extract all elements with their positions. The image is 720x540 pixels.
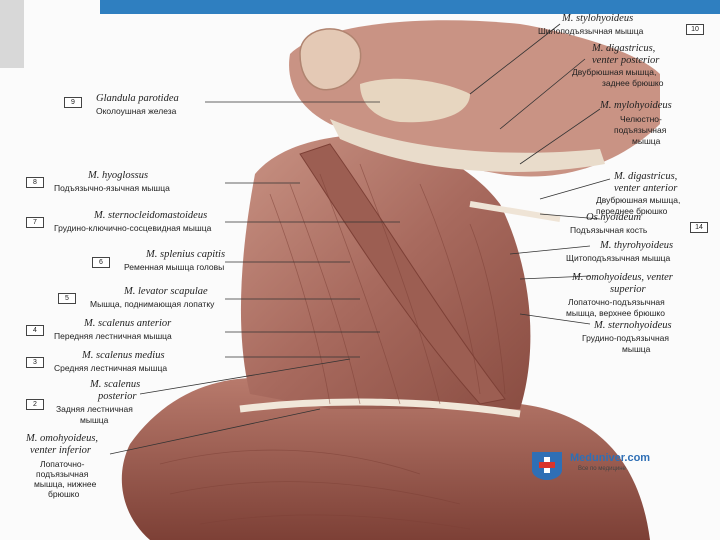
label-number: 14 bbox=[690, 222, 708, 233]
label-number: 8 bbox=[26, 177, 44, 188]
label-latin: M. stylohyoideus bbox=[562, 13, 634, 24]
label-latin: M. scalenus anterior bbox=[84, 318, 172, 329]
label-russian: заднее брюшко bbox=[602, 78, 664, 88]
leader-lines-right bbox=[469, 23, 611, 325]
label-latin: M. sternocleidomastoideus bbox=[94, 210, 208, 221]
label-latin: M. omohyoideus, venter bbox=[572, 272, 673, 283]
label-russian: Ременная мышца головы bbox=[124, 262, 225, 272]
neck-muscles-illustration bbox=[109, 20, 660, 540]
label-number: 9 bbox=[64, 97, 82, 108]
shoulder-region bbox=[121, 378, 650, 540]
parotid-gland bbox=[360, 78, 470, 123]
label-russian: подъязычная bbox=[614, 125, 667, 135]
label-latin: posterior bbox=[98, 391, 137, 402]
label-russian: мышца, нижнее bbox=[34, 479, 97, 489]
label-russian: мышца bbox=[80, 415, 109, 425]
label-latin: M. digastricus, bbox=[614, 171, 678, 182]
label-russian: Подъязычная кость bbox=[570, 225, 648, 235]
label-number: 6 bbox=[92, 257, 110, 268]
label-russian: Грудино-подъязычная bbox=[582, 333, 669, 343]
label-russian: Лопаточно-подъязычная bbox=[568, 297, 665, 307]
brand-name[interactable]: Meduniver.com bbox=[570, 452, 651, 464]
mandible-contour bbox=[330, 119, 605, 172]
label-latin: Os hyoideum bbox=[586, 212, 642, 223]
label-russian: Грудино-ключично-сосцевидная мышца bbox=[54, 223, 212, 233]
label-russian: Задняя лестничная bbox=[56, 404, 133, 414]
label-russian: мышца bbox=[622, 344, 651, 354]
label-latin: M. digastricus, bbox=[592, 43, 656, 54]
clavicle bbox=[239, 398, 521, 418]
brand-tagline: Все по медицине bbox=[578, 466, 626, 472]
label-russian: Щитоподъязычная мышца bbox=[566, 253, 671, 263]
label-latin: M. mylohyoideus bbox=[600, 100, 672, 111]
label-russian: Двубрюшная мышца, bbox=[572, 67, 657, 77]
label-number: 3 bbox=[26, 357, 44, 368]
label-latin: M. thyrohyoideus bbox=[600, 240, 674, 251]
label-number: 5 bbox=[58, 293, 76, 304]
meduniver-logo-icon bbox=[532, 452, 562, 480]
label-russian: Мышца, поднимающая лопатку bbox=[90, 299, 215, 309]
label-russian: подъязычная bbox=[36, 469, 89, 479]
muscle-fibres bbox=[159, 163, 506, 530]
label-russian: Двубрюшная мышца, bbox=[596, 195, 681, 205]
ear bbox=[299, 28, 362, 91]
label-latin: M. hyoglossus bbox=[88, 170, 149, 181]
sternocleidomastoid bbox=[299, 143, 506, 405]
label-russian: переднее брюшко bbox=[596, 206, 668, 216]
label-latin: M. splenius capitis bbox=[146, 249, 226, 260]
label-russian: Передняя лестничная мышца bbox=[54, 331, 172, 341]
hyoid-tendon bbox=[469, 201, 561, 222]
label-russian: мышца, верхнее брюшко bbox=[566, 308, 665, 318]
label-russian: Подъязычно-язычная мышца bbox=[54, 183, 170, 193]
label-russian: Шилоподъязычная мышца bbox=[538, 26, 644, 36]
slide-corner-panel bbox=[0, 0, 24, 68]
label-number: 7 bbox=[26, 217, 44, 228]
label-latin: M. levator scapulae bbox=[124, 286, 208, 297]
label-latin: venter posterior bbox=[592, 55, 660, 66]
label-latin: venter anterior bbox=[614, 183, 678, 194]
label-latin: Glandula parotidea bbox=[96, 93, 179, 104]
label-russian: Средняя лестничная мышца bbox=[54, 363, 168, 373]
label-latin: M. scalenus medius bbox=[82, 350, 165, 361]
label-latin: superior bbox=[610, 284, 646, 295]
label-number: 4 bbox=[26, 325, 44, 336]
label-number: 10 bbox=[686, 24, 704, 35]
label-number: 2 bbox=[26, 399, 44, 410]
label-russian: Лопаточно- bbox=[40, 459, 85, 469]
label-latin: venter inferior bbox=[30, 445, 91, 456]
label-latin: M. scalenus bbox=[90, 379, 141, 390]
label-russian: Челюстно- bbox=[620, 114, 662, 124]
label-latin: M. omohyoideus, bbox=[26, 433, 99, 444]
label-russian: Околоушная железа bbox=[96, 106, 177, 116]
label-russian: мышца bbox=[632, 136, 661, 146]
label-latin: M. sternohyoideus bbox=[594, 320, 672, 331]
slide-top-bar bbox=[100, 0, 720, 14]
label-russian: брюшко bbox=[48, 489, 80, 499]
leader-lines-left bbox=[109, 101, 400, 455]
